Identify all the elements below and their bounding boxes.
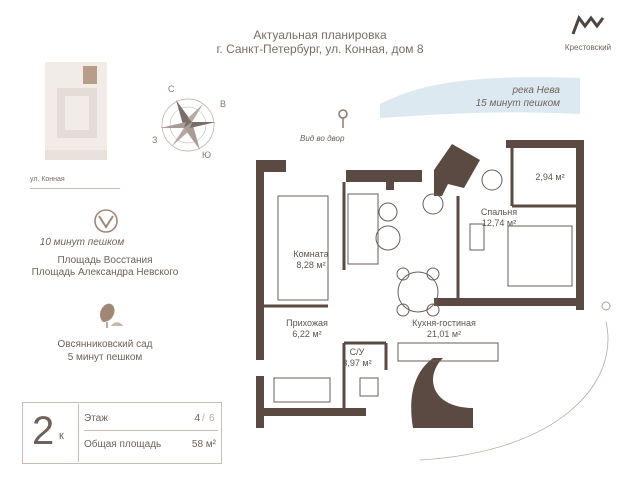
room-name: С/У xyxy=(349,347,365,357)
room-area: 12,74 м² xyxy=(481,218,517,228)
room-name: Кухня-гостиная xyxy=(412,318,476,328)
page-title: Актуальная планировка xyxy=(253,28,387,42)
rooms-count: 2 xyxy=(32,409,55,453)
floor-value: 4 xyxy=(194,413,200,424)
river-distance: 15 минут пешком xyxy=(475,98,560,109)
page-address: г. Санкт-Петербург, ул. Конная, дом 8 xyxy=(216,42,424,56)
apartment-summary xyxy=(22,402,222,464)
room-name: Спальня xyxy=(480,207,518,217)
logo-text: Крестовский xyxy=(564,43,612,52)
street-label: ул. Конная xyxy=(30,176,65,183)
rooms-suffix: к xyxy=(59,430,64,442)
garden-name: Овсянниковский сад xyxy=(57,339,153,350)
garden-distance: 5 минут пешком xyxy=(67,352,143,363)
metro-icon xyxy=(94,209,118,233)
metro-station-2: Площадь Александра Невского xyxy=(31,267,179,278)
summary-divider xyxy=(78,404,79,462)
view-label: Вид во двор xyxy=(300,134,345,143)
floor-separator: / xyxy=(202,413,205,424)
row-divider xyxy=(84,430,218,431)
logo: Крестовский xyxy=(548,14,628,52)
metro-station-1: Площадь Восстания xyxy=(57,255,153,266)
street-divider xyxy=(30,188,120,189)
logo-icon xyxy=(571,14,605,35)
room-area: 8,28 м² xyxy=(296,260,326,270)
river-name: река Нева xyxy=(512,85,560,96)
site-plan-map xyxy=(45,62,107,160)
room-area: 21,01 м² xyxy=(426,329,462,339)
metro-walk: 10 минут пешком xyxy=(39,237,125,248)
compass-north: С xyxy=(168,84,175,94)
room-area: 6,22 м² xyxy=(292,329,322,339)
area-value: 58 м² xyxy=(191,439,216,450)
sun-path-arc xyxy=(375,301,611,462)
floor-label: Этаж xyxy=(84,413,108,424)
compass-west: З xyxy=(152,135,158,145)
room-area: 2,94 м² xyxy=(535,172,565,182)
location-pin-icon xyxy=(338,109,348,128)
room-name: Комната xyxy=(293,249,329,259)
room-name: Прихожая xyxy=(286,318,328,328)
floor-total: 6 xyxy=(209,413,215,424)
compass-east: В xyxy=(220,99,227,109)
compass-rose-icon xyxy=(160,98,216,152)
compass-south: Ю xyxy=(202,150,212,160)
area-label: Общая площадь xyxy=(84,439,162,450)
room-area: 3,97 м² xyxy=(342,358,372,368)
river-illustration xyxy=(380,77,580,118)
floor-plan xyxy=(256,140,584,428)
tree-icon xyxy=(100,303,123,328)
